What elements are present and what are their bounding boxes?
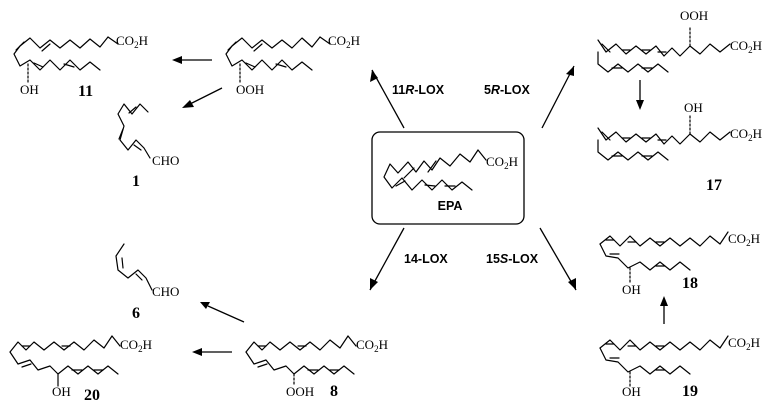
c11-group: OH <box>20 82 39 97</box>
c8-number: 8 <box>330 383 338 400</box>
structure-5r-hpepe <box>597 25 731 73</box>
arrow-to-1-head <box>182 100 194 108</box>
c20-acid: CO2H <box>120 337 152 354</box>
enzyme-label-14-lox: 14-LOX <box>404 252 448 266</box>
c6-group: CHO <box>152 284 179 299</box>
c17-number: 17 <box>706 177 722 194</box>
arrow-14-lox-head <box>370 278 378 290</box>
structure-1 <box>117 103 151 159</box>
arrow-to-18-head <box>660 296 668 306</box>
c19-acid: CO2H <box>728 335 760 352</box>
arrow-5r-lox-head <box>566 66 574 76</box>
epa-acid-label: CO2H <box>486 154 518 171</box>
c1-group: CHO <box>152 153 179 168</box>
c1-number: 1 <box>132 173 140 190</box>
c6-number: 6 <box>132 305 140 322</box>
arrow-to-6 <box>207 305 245 323</box>
structure-8 <box>245 335 357 387</box>
c11-hpo-acid: CO2H <box>328 33 360 50</box>
c17-acid: CO2H <box>730 126 762 143</box>
c11-number: 11 <box>78 83 93 100</box>
c17-hpo-acid: CO2H <box>730 38 762 55</box>
c17-group: OH <box>684 100 703 115</box>
arrow-15s-lox-head <box>568 278 576 290</box>
enzyme-label-5r-lox: 5R-LOX <box>484 83 531 97</box>
c20-number: 20 <box>84 387 100 404</box>
c11-acid: CO2H <box>116 33 148 50</box>
c18-group: OH <box>622 282 641 297</box>
structure-19 <box>599 335 729 387</box>
epa-structure <box>383 149 487 191</box>
arrow-14-lox <box>369 227 405 291</box>
arrow-11r-lox <box>371 69 405 129</box>
structure-11 <box>13 36 119 83</box>
arrow-to-11-head <box>172 56 182 64</box>
arrow-to-6-head <box>200 302 210 309</box>
structure-6 <box>115 243 153 291</box>
structure-17 <box>597 113 731 161</box>
epa-box <box>371 131 525 225</box>
c17-hpo-group: OOH <box>680 8 708 23</box>
arrow-to-1 <box>189 87 223 105</box>
structure-11r-hpepe <box>225 36 331 83</box>
c11-hpo-group: OOH <box>236 82 264 97</box>
c19-number: 19 <box>682 383 698 400</box>
enzyme-label-15s-lox: 15S-LOX <box>486 252 539 266</box>
c8-group: OOH <box>286 384 314 399</box>
structure-20 <box>9 335 121 387</box>
arrow-11r-lox-head <box>370 70 378 82</box>
c20-group: OH <box>52 384 71 399</box>
c18-number: 18 <box>682 275 698 292</box>
c8-acid: CO2H <box>356 337 388 354</box>
c18-acid: CO2H <box>728 231 760 248</box>
c19-group: OH <box>622 384 641 399</box>
epa-label: EPA <box>438 199 463 213</box>
arrow-to-20-head <box>192 348 202 356</box>
arrow-to-17-head <box>636 100 644 110</box>
arrow-15s-lox <box>539 227 577 291</box>
enzyme-label-11r-lox: 11R-LOX <box>392 83 445 97</box>
arrow-5r-lox <box>541 65 575 129</box>
structure-18 <box>599 231 729 283</box>
